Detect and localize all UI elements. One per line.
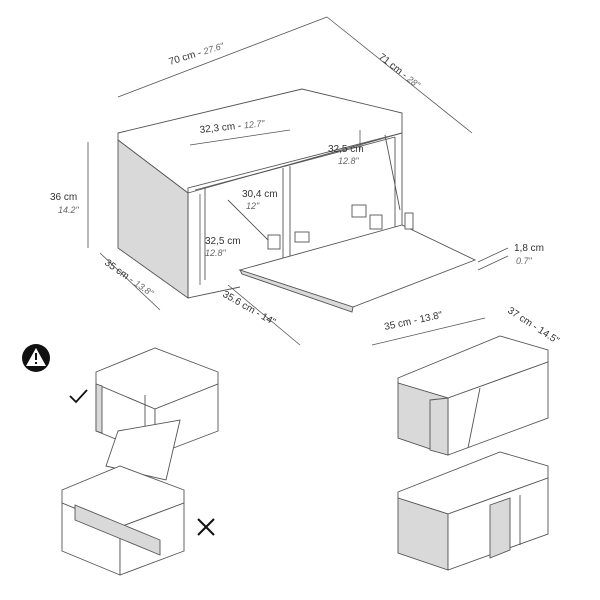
hinge-icon xyxy=(227,134,414,250)
main-cabinet xyxy=(117,88,477,313)
width-label: 70 cm - 27.6" xyxy=(168,40,226,67)
door-thick-label: 1,8 cm xyxy=(514,243,544,254)
dimension-lines xyxy=(87,16,509,346)
height-label-imperial: 14.2" xyxy=(58,205,80,215)
wrong-orientation-figure xyxy=(61,465,185,576)
check-icon xyxy=(69,389,88,404)
cabinet-door-edge xyxy=(239,269,354,313)
variant-open-figure xyxy=(397,451,549,571)
door-diag-label: 35.6 cm - 14" xyxy=(221,289,278,328)
inner-height-label: 32,5 cm xyxy=(205,236,241,247)
inner-width-label: 32,3 cm - 12.7" xyxy=(199,118,266,136)
correct-orientation-figure xyxy=(95,347,219,481)
height-label: 36 cm xyxy=(50,192,77,203)
variant-closed-figure xyxy=(397,335,549,456)
inner-height-label-imperial: 12.8" xyxy=(205,248,227,258)
hinge-span-label: 30,4 cm xyxy=(242,189,278,200)
right-height-label-imperial: 12.8" xyxy=(338,156,360,166)
door-width-label: 35 cm - 13.8" xyxy=(383,310,444,333)
door-thick-label-imperial: 0.7" xyxy=(516,256,533,266)
cross-icon xyxy=(197,518,215,536)
hinge-span-label-imperial: 12" xyxy=(246,201,260,211)
right-height-label: 32,5 cm xyxy=(328,144,364,155)
depth-label: 71 cm - 28" xyxy=(376,52,422,92)
warning-icon xyxy=(22,344,50,372)
